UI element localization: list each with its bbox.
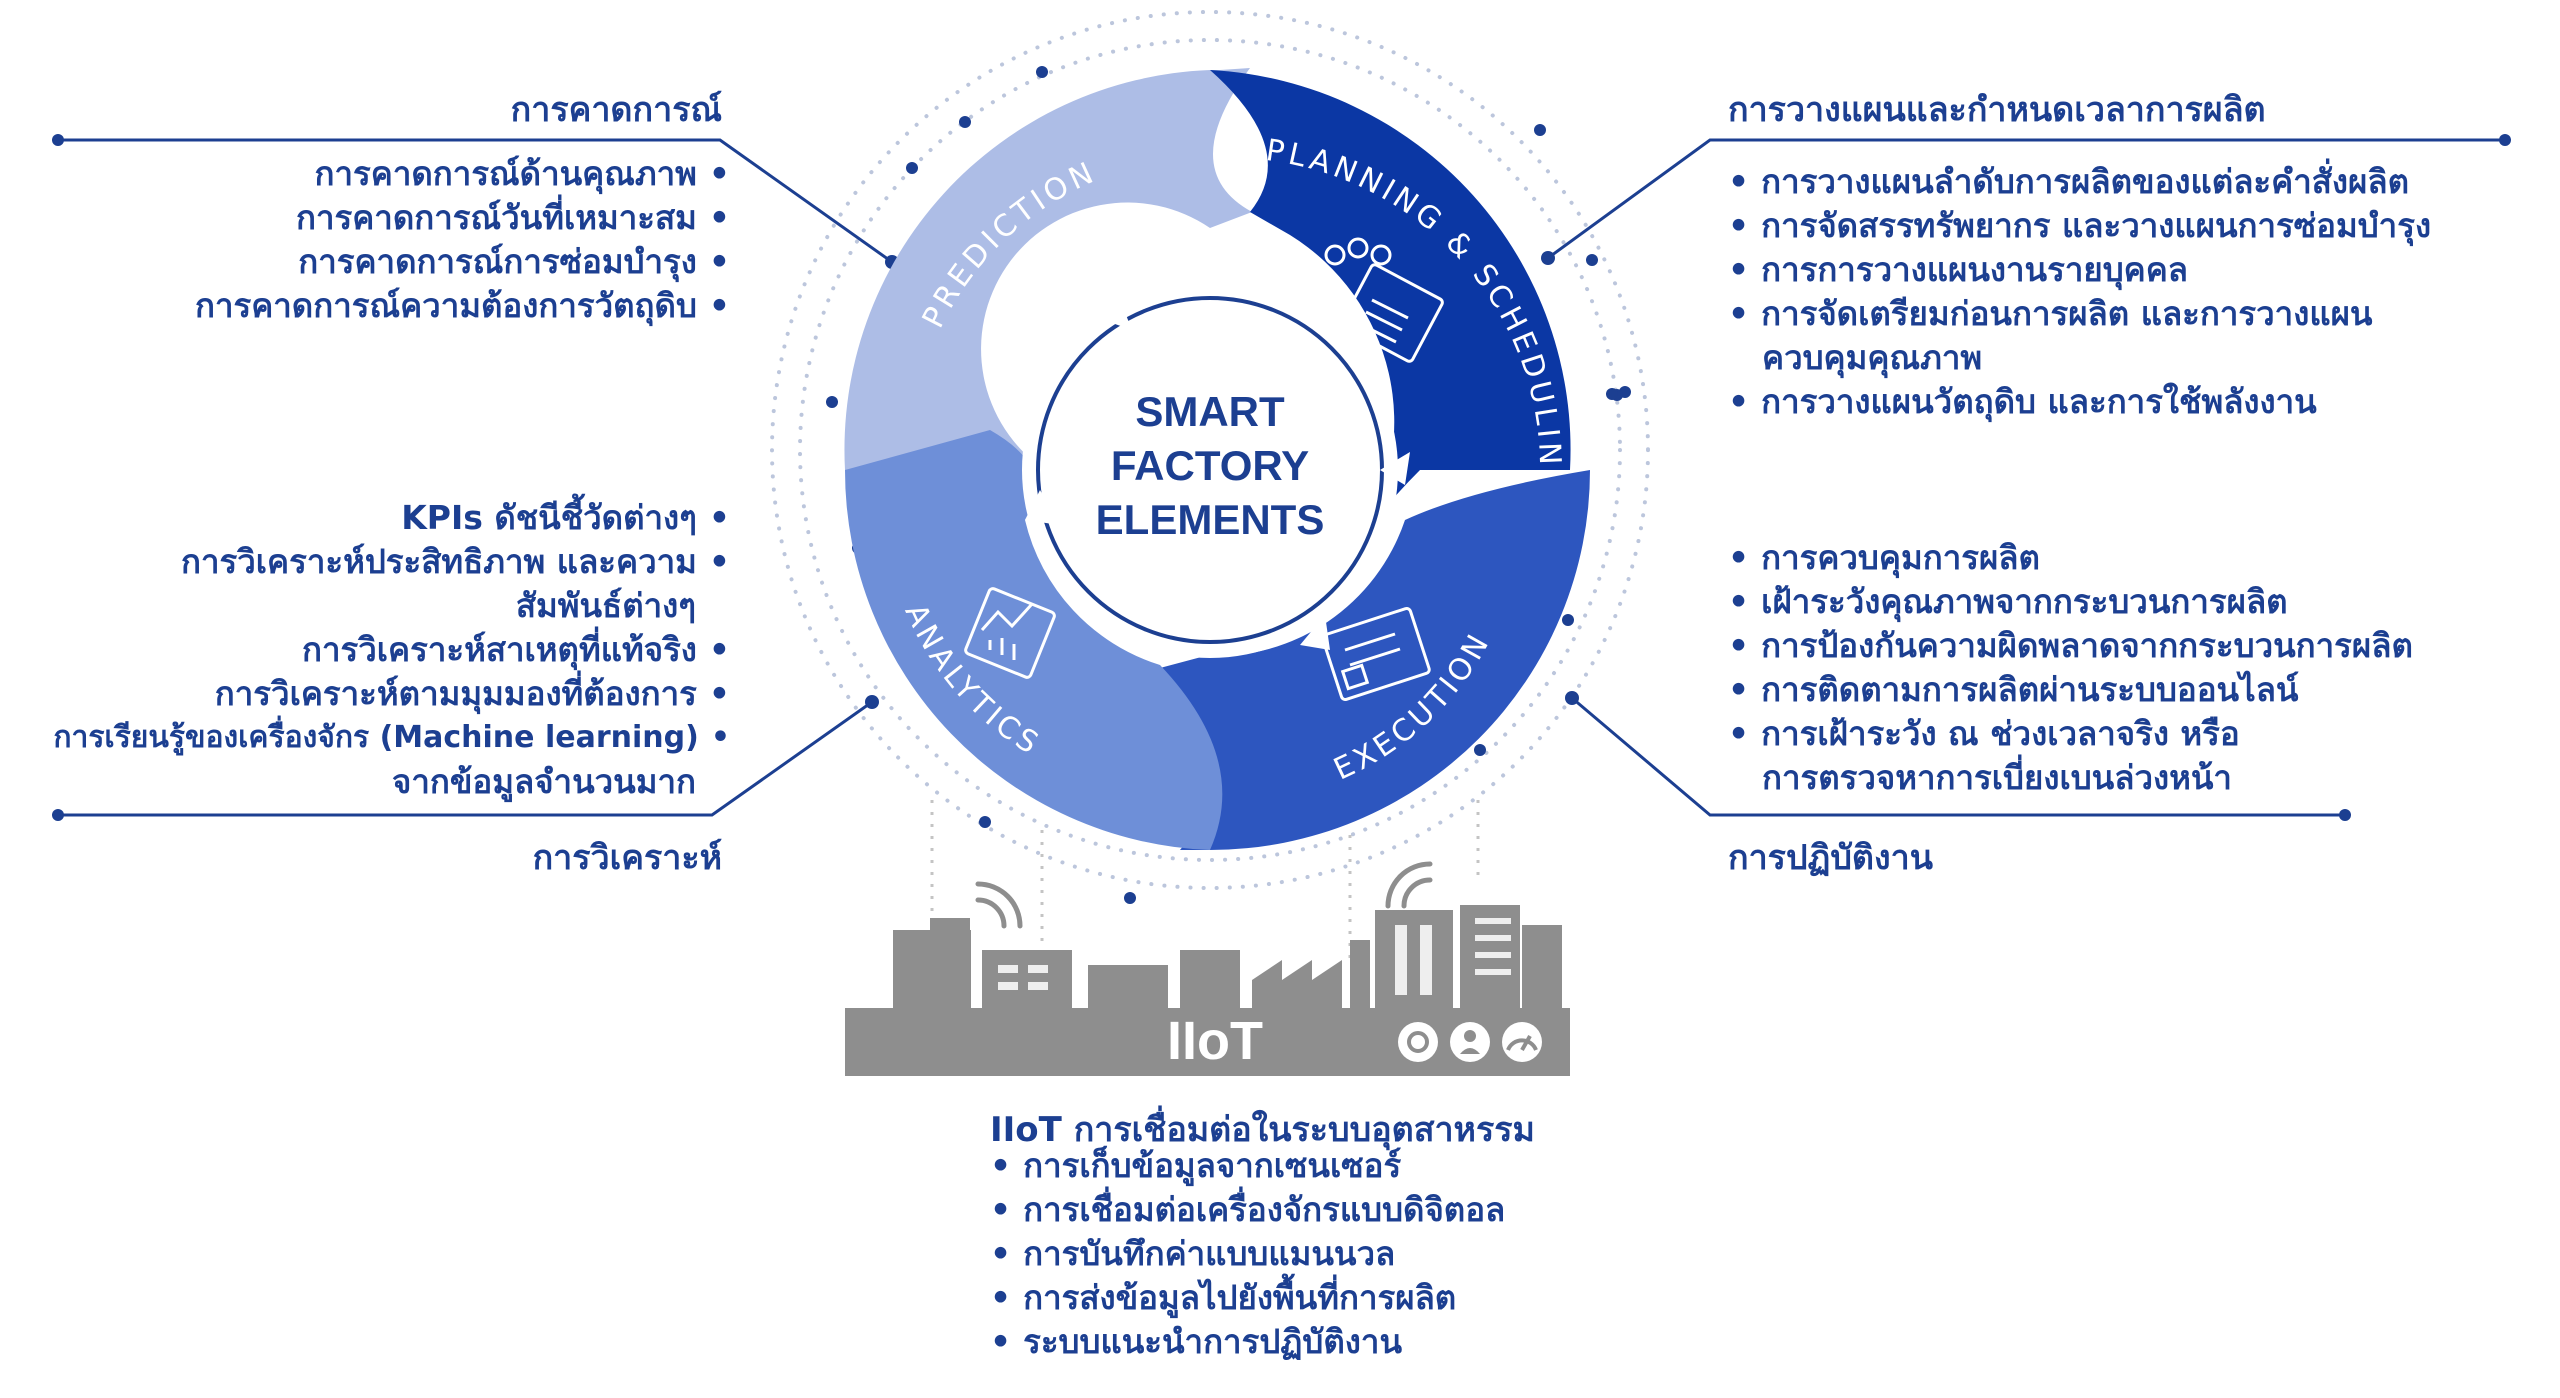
factory-skyline [845,905,1570,1076]
list-item: •การวางแผนลำดับการผลิตของแต่ละคำสั่งผลิต [1728,162,2410,201]
list-item: •การติดตามการผลิตผ่านระบบออนไลน์ [1728,670,2299,709]
list-item-continuation: การตรวจหาการเบี่ยงเบนล่วงหน้า [1762,758,2232,797]
list-item: การคาดการณ์การซ่อมบำรุง• [298,242,730,281]
monitor-execution-icon [1321,606,1431,702]
list-item: •การวางแผนวัตถุดิบ และการใช้พลังงาน [1728,382,2317,421]
list-item: •การเชื่อมต่อเครื่องจักรแบบดิจิตอล [990,1190,1506,1229]
list-item-continuation: ควบคุมคุณภาพ [1762,338,1983,377]
execution-heading: การปฏิบัติงาน [1728,838,1933,878]
list-item: •การการวางแผนงานรายบุคคล [1728,250,2189,289]
hub-title-line1: SMART [1135,388,1285,435]
dotted-rings [770,10,1650,890]
prediction-heading: การคาดการณ์ [510,90,722,130]
gauge-icon [1502,1022,1542,1062]
list-item: การคาดการณ์วันที่เหมาะสม• [296,198,730,237]
wheel [844,68,1590,850]
wifi-icon [975,861,1433,929]
segment-execution[interactable] [1160,470,1590,850]
list-item: •การส่งข้อมูลไปยังพื้นที่การผลิต [990,1278,1457,1317]
globe-network-icon [984,258,1083,344]
list-item: การเรียนรู้ของเครื่องจักร (Machine learn… [53,720,730,755]
list-item: •เฝ้าระวังคุณภาพจากกระบวนการผลิต [1728,582,2288,621]
analytics-chart-icon [964,587,1056,679]
planning-list: •การวางแผนลำดับการผลิตของแต่ละคำสั่งผลิต… [1728,160,2528,424]
list-item: •การเก็บข้อมูลจากเซนเซอร์ [990,1146,1402,1185]
planning-heading: การวางแผนและกำหนดเวลาการผลิต [1728,90,2266,130]
iiot-heading: IIoT การเชื่อมต่อในระบบอุตสาหรรม [990,1110,1535,1150]
list-item: KPIs ดัชนีชี้วัดต่างๆ• [401,498,730,537]
segment-analytics[interactable] [844,430,1223,850]
segment-prediction[interactable] [844,68,1252,470]
list-item-continuation: สัมพันธ์ต่างๆ [515,586,696,625]
hub-title-line2: FACTORY [1110,442,1310,489]
list-item: การคาดการณ์ด้านคุณภาพ• [314,154,730,193]
list-item: •ระบบแนะนำการปฏิบัติงาน [990,1322,1402,1361]
list-item: การวิเคราะห์ประสิทธิภาพ และความ• [180,542,730,581]
execution-list: •การควบคุมการผลิต •เฝ้าระวังคุณภาพจากกระ… [1728,536,2528,800]
list-item: •การบันทึกค่าแบบแมนนวล [990,1234,1396,1273]
list-item: การคาดการณ์ความต้องการวัตถุดิบ• [194,286,730,325]
list-item: การวิเคราะห์สาเหตุที่แท้จริง• [301,630,730,669]
analytics-heading: การวิเคราะห์ [532,838,722,878]
list-item: •การเฝ้าระวัง ณ ช่วงเวลาจริง หรือ [1728,714,2240,753]
prediction-list: การคาดการณ์ด้านคุณภาพ• การคาดการณ์วันที่… [40,152,730,328]
hub-title: SMART FACTORY ELEMENTS [1060,385,1360,547]
analytics-list: KPIs ดัชนีชี้วัดต่างๆ• การวิเคราะห์ประสิ… [20,496,730,804]
person-icon [1450,1022,1490,1062]
gear-icon [1398,1022,1438,1062]
hub-title-line3: ELEMENTS [1095,496,1325,543]
iiot-banner-label: IIoT [1167,1011,1263,1071]
list-item: •การจัดเตรียมก่อนการผลิต และการวางแผน [1728,294,2373,333]
list-item: •การป้องกันความผิดพลาดจากกระบวนการผลิต [1728,626,2413,665]
list-item: •การจัดสรรทรัพยากร และวางแผนการซ่อมบำรุง [1728,206,2432,245]
schedule-board-icon [1324,237,1444,363]
list-item: •การควบคุมการผลิต [1728,538,2040,577]
segment-planning[interactable] [1210,70,1571,540]
list-item-continuation: จากข้อมูลจำนวนมาก [392,762,696,801]
connector-lines [58,138,2505,817]
iiot-list: •การเก็บข้อมูลจากเซนเซอร์ •การเชื่อมต่อเ… [990,1144,1690,1364]
list-item: การวิเคราะห์ตามมุมมองที่ต้องการ• [214,674,730,713]
